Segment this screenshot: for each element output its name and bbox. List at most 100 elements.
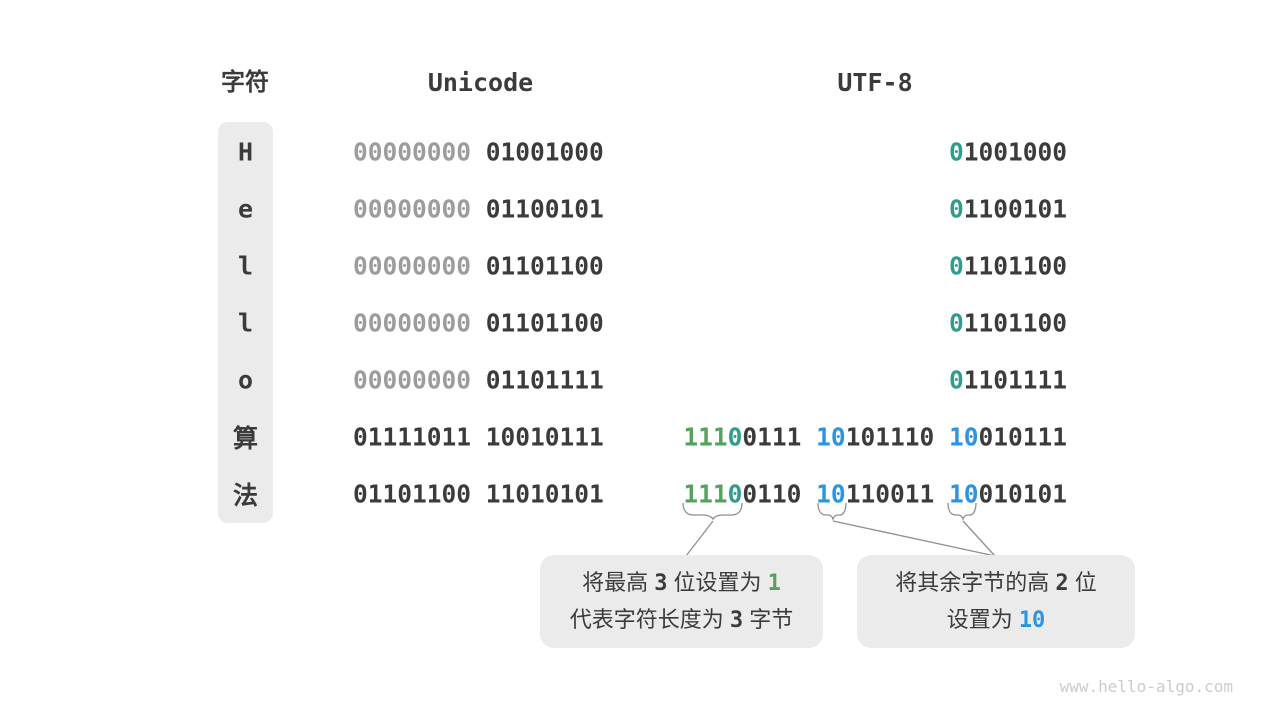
char-column-background (218, 122, 273, 523)
text-segment: 01001000 (485, 137, 604, 167)
text-segment (471, 251, 486, 280)
text-segment (934, 423, 949, 452)
text-segment: 111 (683, 479, 728, 509)
text-segment: 1101111 (963, 365, 1067, 395)
char-cell: l (237, 308, 254, 338)
text-segment: 0 (948, 365, 964, 395)
text-segment (471, 137, 486, 166)
unicode-value: 00000000 01101100 (353, 308, 604, 337)
text-segment: 0111 (742, 422, 802, 452)
text-segment: 位设置为 (667, 569, 768, 595)
text-segment: 0 (948, 308, 964, 338)
text-segment (471, 308, 486, 337)
text-segment: 01101100 (485, 251, 604, 281)
text-segment: 00000000 (353, 251, 472, 281)
callout-text-line: 代表字符长度为 3 字节 (570, 603, 794, 638)
text-segment: 101110 (845, 422, 935, 452)
text-segment: 0 (948, 194, 964, 224)
text-segment (471, 366, 486, 395)
text-segment: 010111 (978, 422, 1067, 452)
callout-text-line: 将其余字节的高 2 位 (895, 566, 1097, 601)
char-cell: e (237, 194, 254, 224)
callout-text-line: 设置为 10 (947, 603, 1046, 638)
text-segment (471, 194, 486, 223)
text-segment: 0 (948, 137, 964, 167)
unicode-value: 00000000 01101111 (353, 366, 604, 395)
text-segment: 3 (729, 607, 744, 633)
text-segment: 代表字符长度为 (569, 606, 730, 632)
connector-line-first (685, 520, 714, 557)
text-segment: 1100101 (963, 194, 1067, 224)
utf8-value: 01001000 (949, 137, 1067, 166)
callout-text-line: 将最高 3 位设置为 1 (582, 566, 781, 601)
unicode-value: 00000000 01001000 (353, 137, 604, 166)
text-segment: 设置为 (946, 606, 1019, 632)
text-segment: 字节 (743, 606, 794, 632)
connector-line-third (962, 520, 996, 557)
char-cell: 算 (232, 424, 258, 454)
text-segment: 0110 (742, 479, 802, 509)
text-segment: 01100101 (485, 194, 604, 224)
text-segment: 10 (816, 479, 846, 509)
utf8-value: 01101100 (949, 308, 1067, 337)
text-segment: 10 (948, 422, 979, 452)
char-cell: 法 (232, 481, 258, 511)
connector-line-second (832, 520, 996, 557)
char-cell: H (237, 137, 254, 167)
text-segment: 01111011 10010111 (353, 422, 604, 452)
text-segment: 10 (816, 422, 846, 452)
text-segment: 00000000 (353, 365, 472, 395)
utf8-value: 01100101 (949, 194, 1067, 223)
column-header-char: 字符 (221, 69, 269, 96)
text-segment (801, 480, 816, 509)
text-segment: 00000000 (353, 194, 472, 224)
text-segment: 3 (654, 570, 668, 596)
text-segment: 将其余字节的高 (895, 569, 1056, 595)
watermark: www.hello-algo.com (1059, 677, 1233, 696)
utf8-value: 01101100 (949, 251, 1067, 280)
utf8-value: 11100111 10101110 10010111 (683, 423, 1067, 452)
text-segment: 1101100 (963, 308, 1067, 338)
text-segment: 00000000 (353, 137, 472, 167)
callout-continuation-bits: 将其余字节的高 2 位设置为 10 (857, 555, 1135, 648)
unicode-value: 01111011 10010111 (353, 423, 604, 452)
unicode-value: 00000000 01101100 (353, 251, 604, 280)
text-segment: 1001000 (963, 137, 1067, 167)
unicode-value: 01101100 11010101 (353, 480, 604, 509)
text-segment (934, 480, 949, 509)
text-segment: 将最高 (582, 569, 655, 595)
text-segment: 10 (948, 479, 979, 509)
char-cell: l (237, 251, 254, 281)
text-segment: 01101100 11010101 (353, 479, 604, 509)
column-header-utf8: UTF-8 (837, 68, 913, 97)
text-segment (801, 423, 816, 452)
text-segment: 0 (727, 422, 743, 452)
text-segment: 1 (767, 570, 781, 596)
text-segment: 110011 (845, 479, 935, 509)
utf8-value: 01101111 (949, 366, 1067, 395)
text-segment: 10 (1018, 607, 1046, 633)
text-segment: 0 (948, 251, 964, 281)
text-segment: 111 (683, 422, 728, 452)
utf8-value: 11100110 10110011 10010101 (683, 480, 1067, 509)
text-segment: 位 (1068, 569, 1097, 595)
text-segment: 0 (727, 479, 743, 509)
text-segment: 00000000 (353, 308, 472, 338)
char-cell: o (237, 365, 254, 395)
unicode-value: 00000000 01100101 (353, 194, 604, 223)
text-segment: 010101 (978, 479, 1067, 509)
text-segment: 01101111 (485, 365, 604, 395)
column-header-unicode: Unicode (427, 68, 534, 97)
text-segment: 1101100 (963, 251, 1067, 281)
text-segment: 01101100 (485, 308, 604, 338)
